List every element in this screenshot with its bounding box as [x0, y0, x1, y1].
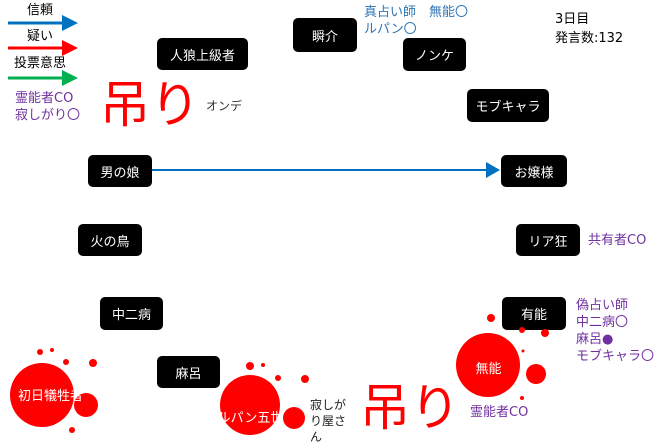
- node-mob[interactable]: モブキャラ: [467, 89, 549, 122]
- node-shonichi[interactable]: 初日犠牲者: [17, 389, 83, 404]
- right-note-yuunou-2: 中二病〇: [576, 315, 629, 330]
- node-munou[interactable]: 無能: [475, 361, 502, 377]
- trust-arrow-otokonoko-to-ojousama: [152, 162, 500, 178]
- node-riajuu[interactable]: リア狂: [516, 224, 580, 256]
- node-otokonoko[interactable]: 男の娘: [88, 155, 152, 187]
- hanged-mark-sabishi: 吊り: [360, 379, 460, 437]
- node-chuunibyou[interactable]: 中二病: [100, 297, 163, 330]
- top-note-1: 真占い師 無能〇: [364, 5, 469, 20]
- blood-splats: [10, 314, 549, 435]
- node-hinotori[interactable]: 火の鳥: [78, 224, 142, 256]
- node-shunsuke[interactable]: 瞬介: [293, 18, 357, 52]
- node-nonke[interactable]: ノンケ: [403, 38, 466, 71]
- node-jinro[interactable]: 人狼上級者: [157, 38, 248, 70]
- node-maro[interactable]: 麻呂: [157, 356, 220, 388]
- legend-arrow-vote: [8, 70, 78, 86]
- legend-doubt-label: 疑い: [27, 29, 54, 44]
- legend-trust-label: 信頼: [27, 3, 54, 18]
- right-note-yuunou-1: 偽占い師: [576, 298, 629, 313]
- legend-arrow-trust: [8, 15, 78, 31]
- node-yuunou[interactable]: 有能: [502, 297, 566, 330]
- left-note-1: 霊能者CO: [15, 91, 74, 106]
- node-lupin[interactable]: ルパン五世: [217, 410, 284, 426]
- legend-arrow-doubt: [8, 40, 78, 56]
- blood-splat-shonichi: [10, 348, 98, 433]
- right-note-yuunou-4: モブキャラ〇: [576, 349, 655, 364]
- node-onde[interactable]: オンデ: [206, 99, 243, 113]
- node-sabishi[interactable]: 寂しがり屋さん: [310, 398, 347, 444]
- day-label: 3日目: [555, 12, 590, 27]
- right-note-yuunou-3: 麻呂●: [576, 332, 614, 347]
- node-ojousama[interactable]: お嬢様: [501, 155, 567, 187]
- hanged-mark-onde: 吊り: [100, 76, 200, 134]
- right-note-riajuu: 共有者CO: [588, 233, 647, 248]
- blood-splat-lupin: [220, 362, 309, 435]
- blood-splat-munou: [456, 314, 549, 400]
- diagram-graphics: [8, 15, 500, 178]
- legend-vote-label: 投票意思: [14, 56, 67, 71]
- post-count: 発言数:132: [555, 31, 624, 46]
- bottom-note-munou: 霊能者CO: [470, 405, 529, 420]
- top-note-2: ルパン〇: [364, 22, 417, 37]
- left-note-2: 寂しがり〇: [15, 108, 81, 123]
